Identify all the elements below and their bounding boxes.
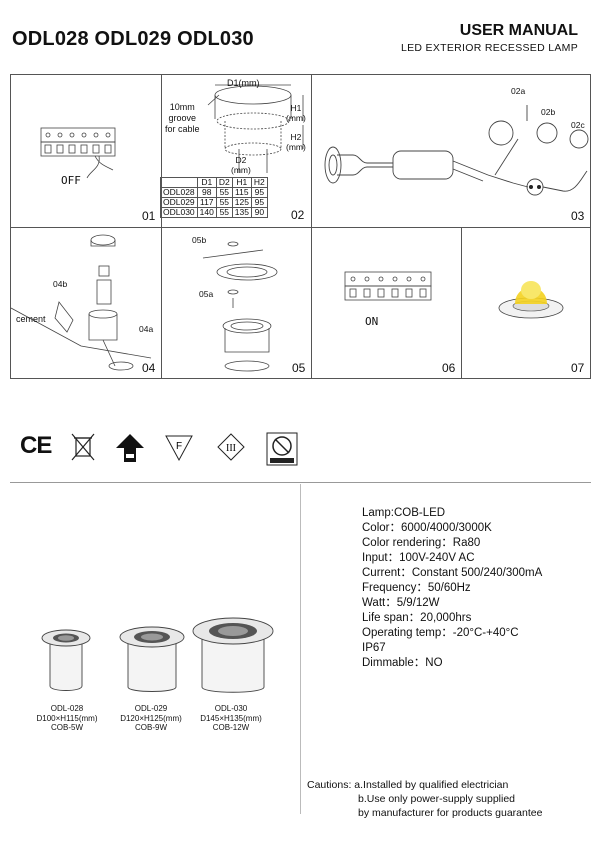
spec-color-rendering: Color rendering：Ra80: [362, 537, 481, 549]
caution-line-1: Cautions: a.Installed by qualified elect…: [307, 779, 509, 791]
model-numbers: ODL028 ODL029 ODL030: [12, 28, 254, 50]
installation-steps-grid: OFF 01 D1(mm) H1 (mm) H2 (mm) D2 (mm) 10…: [10, 74, 591, 379]
callout-05b: 05b: [192, 235, 207, 245]
callout-02a: 02a: [511, 86, 526, 96]
ce-mark-icon: CE: [20, 432, 52, 459]
spec-watt: Watt：5/9/12W: [362, 597, 440, 609]
table-cell: 55: [215, 187, 233, 198]
table-cell: 140: [196, 207, 217, 218]
not-coverable-icon: [266, 432, 298, 466]
table-cell: 95: [250, 187, 268, 198]
product-dimensions: D120×H125(mm): [120, 713, 182, 723]
table-header-cell: H2: [250, 177, 268, 188]
caution-line-2: b.Use only power-supply supplied: [358, 793, 516, 805]
spec-input: Input：100V-240V AC: [362, 552, 475, 564]
dimension-drawing: [207, 84, 304, 173]
column-divider: [300, 484, 301, 814]
callout-05a: 05a: [199, 289, 214, 299]
product-power: COB-9W: [135, 723, 167, 732]
cement-embedding-illustration: [11, 234, 152, 371]
table-cell: 135: [231, 207, 252, 218]
table-header-cell: D1: [196, 177, 217, 188]
spec-dimmable: Dimmable：NO: [362, 657, 443, 669]
mounting-screws-illustration: [202, 241, 278, 372]
table-cell: ODL029: [160, 197, 198, 208]
step-number-04: 04: [142, 361, 156, 375]
product-model: ODL-028: [50, 704, 84, 713]
f-mark-text: F: [176, 441, 182, 452]
spec-lamp: Lamp:COB-LED: [362, 507, 446, 519]
product-image-odl028: [41, 629, 91, 691]
dimension-h2-label: H2 (mm): [286, 132, 306, 152]
table-cell: 90: [250, 207, 268, 218]
spec-current: Current：Constant 500/240/300mA: [362, 567, 543, 579]
table-cell: ODL030: [160, 207, 198, 218]
table-row: ODL030 140 55 135 90: [160, 207, 268, 218]
dimension-d2-label: D2 (mm): [231, 155, 251, 175]
class-ii-earth-icon: [116, 434, 144, 462]
switch-on-label: ON: [365, 315, 379, 328]
spec-life-span: Life span：20,000hrs: [362, 612, 472, 624]
dimension-table: D1 D2 H1 H2 ODL028 98 55 115 95 ODL029 1…: [160, 177, 268, 218]
step-number-02: 02: [291, 208, 305, 222]
table-row: ODL028 98 55 115 95: [160, 187, 268, 198]
spec-ip-rating: IP67: [362, 642, 386, 654]
table-cell: 115: [231, 187, 252, 198]
cable-groove-label: 10mm groove for cable: [165, 102, 200, 134]
step-number-01: 01: [142, 209, 156, 223]
table-cell: 55: [215, 207, 233, 218]
callout-02c: 02c: [571, 120, 585, 130]
step-number-03: 03: [571, 209, 585, 223]
table-cell: ODL028: [160, 187, 198, 198]
step-number-07: 07: [571, 361, 585, 375]
dimension-h1-label: H1 (mm): [286, 103, 306, 123]
weee-bin-icon: [71, 433, 95, 461]
dimension-d1-label: D1(mm): [227, 78, 260, 88]
spec-color: Color：6000/4000/3000K: [362, 522, 492, 534]
spec-frequency: Frequency：50/60Hz: [362, 582, 471, 594]
caution-line-3: by manufacturer for products guarantee: [358, 807, 543, 819]
terminal-block-off-illustration: [40, 127, 116, 179]
cement-label: cement: [16, 314, 46, 324]
table-row: ODL029 117 55 125 95: [160, 197, 268, 208]
switch-off-label: OFF: [61, 174, 81, 187]
callout-04b: 04b: [53, 279, 68, 289]
table-header-cell: D2: [215, 177, 233, 188]
manual-subtitle: LED EXTERIOR RECESSED LAMP: [400, 42, 578, 54]
product-dimensions: D100×H115(mm): [36, 713, 98, 723]
class-iii-icon: III: [217, 433, 245, 461]
wiring-connection-illustration: [324, 105, 589, 196]
product-image-odl030: [192, 617, 274, 693]
product-model: ODL-030: [214, 704, 248, 713]
f-mark-icon: F: [165, 435, 193, 462]
product-label-odl029: ODL-029 D120×H125(mm) COB-9W: [108, 704, 194, 733]
step-number-05: 05: [292, 361, 306, 375]
table-header-cell: H1: [231, 177, 252, 188]
product-power: COB-12W: [212, 723, 250, 732]
product-label-odl030: ODL-030 D145×H135(mm) COB-12W: [186, 704, 276, 733]
callout-02b: 02b: [541, 107, 556, 117]
manual-title: USER MANUAL: [459, 22, 578, 39]
product-model: ODL-029: [134, 704, 168, 713]
section-divider: [10, 482, 591, 483]
product-dimensions: D145×H135(mm): [200, 713, 262, 723]
class-iii-text: III: [226, 443, 236, 454]
table-cell: 95: [250, 197, 268, 208]
table-cell: 117: [196, 197, 217, 208]
product-label-odl028: ODL-028 D100×H115(mm) COB-5W: [24, 704, 110, 733]
callout-04a: 04a: [139, 324, 154, 334]
table-cell: 125: [231, 197, 252, 208]
table-header-cell: [160, 177, 198, 188]
spec-operating-temp: Operating temp：-20°C-+40°C: [362, 627, 519, 639]
table-header-row: D1 D2 H1 H2: [160, 177, 268, 188]
product-image-odl029: [119, 626, 185, 692]
table-cell: 98: [196, 187, 217, 198]
step-number-06: 06: [442, 361, 456, 375]
terminal-block-on-illustration: [344, 271, 432, 301]
lamp-lit-illustration: [498, 281, 564, 319]
product-power: COB-5W: [51, 723, 83, 732]
table-cell: 55: [215, 197, 233, 208]
